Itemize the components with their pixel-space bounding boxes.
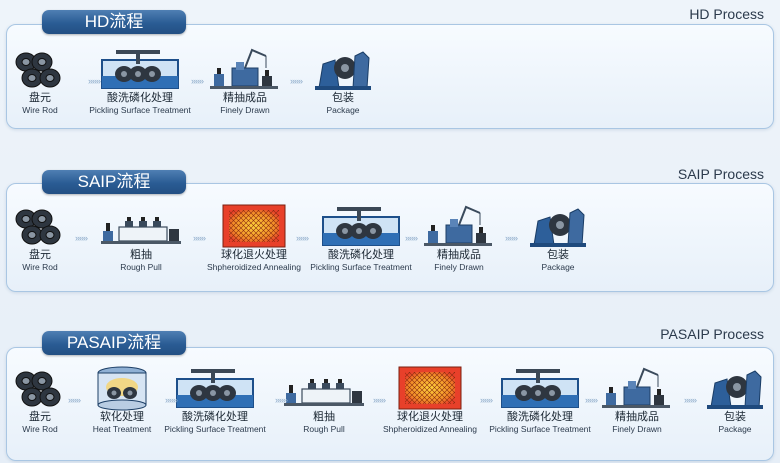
annealing-furnace-icon [199, 203, 309, 249]
flow-arrow-icon: »»» [193, 233, 206, 243]
step-label-cn: 球化退火处理 [221, 249, 287, 261]
step-label-cn: 精抽成品 [223, 92, 267, 104]
pickling-tank-icon [485, 365, 595, 411]
step-label-cn: 粗抽 [313, 411, 335, 423]
process-tab-label: PASAIP流程 [42, 331, 186, 355]
step-label-en: Rough Pull [303, 424, 345, 434]
rough-pull-icon [269, 365, 379, 411]
pickling-tank-icon [306, 203, 416, 249]
process-title: PASAIP Process [660, 326, 764, 342]
step-label-cn: 包装 [724, 411, 746, 423]
flow-arrow-icon: »»» [505, 233, 518, 243]
step-label-en: Wire Rod [22, 424, 58, 434]
step-label-cn: 盘元 [29, 411, 51, 423]
package-machine-icon [503, 203, 613, 249]
step-label-en: Pickling Surface Treatment [489, 424, 591, 434]
flow-arrow-icon: »»» [165, 395, 178, 405]
step-label-cn: 酸洗磷化处理 [328, 249, 394, 261]
wire-rod-icon [0, 46, 95, 92]
step-label-en: Heat Treatment [92, 424, 152, 434]
step-label-cn: 包装 [547, 249, 569, 261]
flow-arrow-icon: »»» [88, 76, 101, 86]
step-label-cn: 酸洗磷化处理 [182, 411, 248, 423]
flow-arrow-icon: »»» [585, 395, 598, 405]
step-label-en: Finely Drawn [220, 105, 270, 115]
step-label-en: Finely Drawn [612, 424, 662, 434]
flow-arrow-icon: »»» [405, 233, 418, 243]
flow-arrow-icon: »»» [275, 395, 288, 405]
wire-rod-icon [0, 365, 95, 411]
step-label-cn: 球化退火处理 [397, 411, 463, 423]
step-label-en: Shpheroidized Annealing [206, 262, 302, 272]
drawing-machine-icon [404, 203, 514, 249]
step-label-en: Wire Rod [22, 262, 58, 272]
step-label-cn: 盘元 [29, 92, 51, 104]
flow-arrow-icon: »»» [480, 395, 493, 405]
flow-arrow-icon: »»» [75, 233, 88, 243]
pickling-tank-icon [160, 365, 270, 411]
process-title: SAIP Process [677, 166, 764, 182]
pickling-tank-icon [85, 46, 195, 92]
drawing-machine-icon [582, 365, 692, 411]
drawing-machine-icon [190, 46, 300, 92]
package-machine-icon [680, 365, 780, 411]
step-label-cn: 盘元 [29, 249, 51, 261]
flow-arrow-icon: »»» [68, 395, 81, 405]
wire-rod-icon [0, 203, 95, 249]
flow-arrow-icon: »»» [290, 76, 303, 86]
rough-pull-icon [86, 203, 196, 249]
step-label-en: Rough Pull [120, 262, 162, 272]
step-label-en: Finely Drawn [434, 262, 484, 272]
process-tab-label: HD流程 [42, 10, 186, 34]
step-label-en: Pickling Surface Treatment [164, 424, 266, 434]
package-machine-icon [288, 46, 398, 92]
flow-arrow-icon: »»» [373, 395, 386, 405]
step-label-cn: 软化处理 [100, 411, 144, 423]
process-title: HD Process [689, 6, 764, 22]
step-label-en: Package [326, 105, 360, 115]
step-label-cn: 包装 [332, 92, 354, 104]
heat-treatment-icon [67, 365, 177, 411]
step-label-en: Wire Rod [22, 105, 58, 115]
flow-arrow-icon: »»» [191, 76, 204, 86]
step-label-cn: 酸洗磷化处理 [507, 411, 573, 423]
step-label-en: Package [541, 262, 575, 272]
flow-arrow-icon: »»» [684, 395, 697, 405]
step-label-cn: 精抽成品 [437, 249, 481, 261]
step-label-cn: 酸洗磷化处理 [107, 92, 173, 104]
step-label-en: Package [718, 424, 752, 434]
annealing-furnace-icon [375, 365, 485, 411]
step-label-en: Pickling Surface Treatment [89, 105, 191, 115]
process-tab-label: SAIP流程 [42, 170, 186, 194]
flow-arrow-icon: »»» [296, 233, 309, 243]
step-label-cn: 粗抽 [130, 249, 152, 261]
step-label-en: Pickling Surface Treatment [310, 262, 412, 272]
step-label-cn: 精抽成品 [615, 411, 659, 423]
step-label-en: Shpheroidized Annealing [382, 424, 478, 434]
